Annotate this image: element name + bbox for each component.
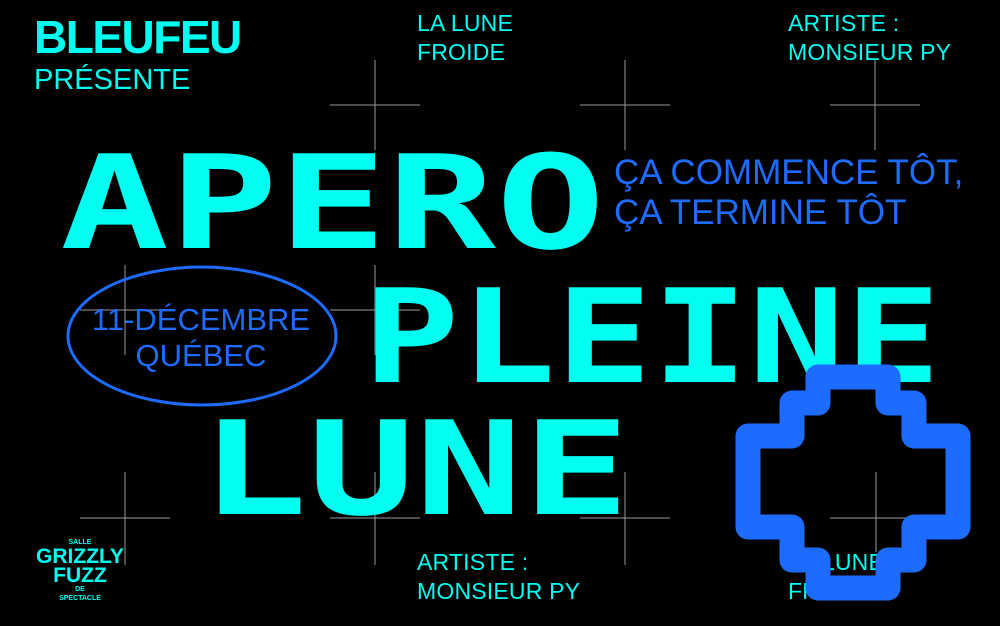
crosshair (830, 60, 920, 150)
info-block: ARTISTE : MONSIEUR PY (788, 9, 951, 67)
info-line: FROIDE (417, 39, 506, 65)
brand-name: BLEUFEU (34, 11, 242, 63)
info-block: LA LUNE FROIDE (417, 9, 513, 67)
logo-text: FUZZ (53, 564, 107, 587)
title-line-1: APERO (60, 127, 605, 279)
info-line: ARTISTE : (417, 549, 529, 575)
event-date: 11-DÉCEMBRE (91, 302, 311, 337)
info-line: MONSIEUR PY (788, 39, 952, 65)
logo-text: SALLE (68, 539, 92, 546)
crosshair (330, 265, 420, 355)
logo-text: GRIZZLY (36, 545, 124, 568)
venue-logo: SALLE GRIZZLY FUZZ DE SPECTACLE (30, 538, 130, 603)
info-line: MONSIEUR PY (417, 578, 581, 604)
info-block: ARTISTE : MONSIEUR PY (417, 548, 580, 606)
presents-label: PRÉSENTE (34, 64, 191, 96)
crosshair (580, 472, 670, 565)
crosshair (80, 472, 170, 565)
tagline-line: ÇA COMMENCE TÔT, (614, 153, 964, 192)
title-line-3: LUNE (200, 393, 630, 545)
event-details: 11-DÉCEMBRE QUÉBEC (62, 302, 340, 374)
tagline-line: ÇA TERMINE TÔT (614, 193, 907, 232)
crosshair (330, 472, 420, 565)
logo-text: SPECTACLE (59, 595, 101, 602)
info-line: LA LUNE (417, 10, 514, 36)
event-city: QUÉBEC (135, 338, 267, 373)
crosshair (580, 60, 670, 150)
info-line: ARTISTE : (788, 10, 900, 36)
logo-text: DE (75, 586, 85, 593)
date-ellipse (66, 265, 338, 407)
crosshair (330, 60, 420, 150)
tagline: ÇA COMMENCE TÔT, ÇA TERMINE TÔT (614, 153, 963, 233)
